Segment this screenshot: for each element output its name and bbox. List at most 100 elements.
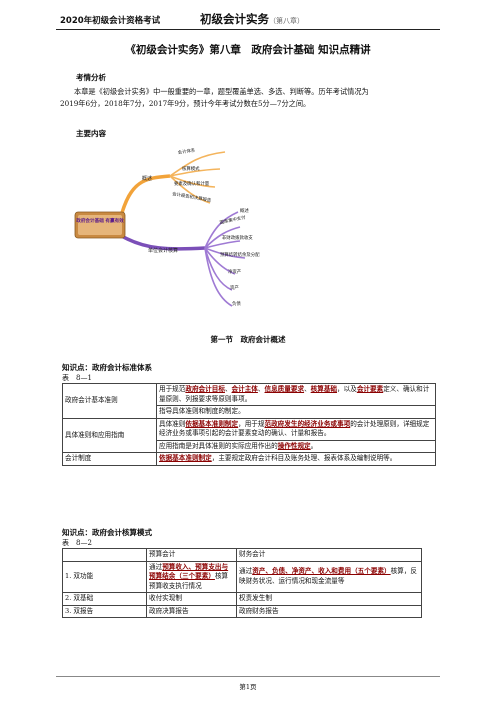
footer-divider <box>56 676 440 677</box>
header-chapter: （第八章） <box>269 17 304 25</box>
column-header-budget: 预算会计 <box>146 548 237 562</box>
text-span: 用于规范 <box>159 385 186 393</box>
table-row: 3. 双报告 政府决算报告 政府财务报告 <box>62 604 422 618</box>
mindmap-top-item-2: 核算模式 <box>182 165 200 172</box>
mindmap-branch-top-label: 概述 <box>142 175 152 182</box>
table-row: 具体准则和应用指南 具体准则依据基本准则制定，用于规范政府发生的经济业务或事项的… <box>62 417 436 453</box>
mindmap-top-trunk <box>118 174 171 221</box>
header-divider <box>56 29 440 30</box>
row-name-specific-standards: 具体准则和应用指南 <box>62 417 157 453</box>
highlight-span: 会计主体 <box>231 385 258 393</box>
mindmap-top-link-2 <box>169 168 221 177</box>
text-span: 通过 <box>239 567 253 576</box>
mindmap-diagram: 政府会计基础 有赢有效 概述 单位会计核算 会计体系 核算模式 要素及确认和计量… <box>74 147 260 307</box>
mindmap-center-label: 政府会计基础 有赢有效 <box>76 217 124 224</box>
row-name-dual-basis: 2. 双基础 <box>62 592 147 606</box>
mindmap-top-link-4 <box>169 175 211 204</box>
kp1-heading: 知识点：政府会计标准体系 <box>62 363 152 372</box>
accounting-system-desc: 依据基本准则制定，主要规定政府会计科目及账务处理、报表体系及编制说明等。 <box>156 452 436 466</box>
table-row: 2. 双基础 收付实现制 权责发生制 <box>62 592 422 606</box>
text-span: 核算，反映财务状况、运行情况和现金流量等 <box>239 567 418 585</box>
mindmap-top-item-3: 要素及确认和计量 <box>174 180 210 187</box>
text-span: 的会计处理原则，详细规定经济业务或事项引起的会计要素变动的确认、计量和报告。 <box>159 419 430 438</box>
mindmap-bottom-link-3 <box>204 240 241 249</box>
dual-report-finance: 政府财务报告 <box>236 604 422 618</box>
highlight-span: 资产、负债、净资产、收入和费用（五个要素） <box>252 567 391 576</box>
dual-function-finance: 通过资产、负债、净资产、收入和费用（五个要素）核算，反映财务状况、运行情况和现金… <box>236 560 422 593</box>
text-span: ，以及 <box>337 385 357 393</box>
mindmap-bottom-item-1: 概述 <box>240 207 249 214</box>
kp1-table-label: 表 8—1 <box>62 374 92 382</box>
mindmap-bottom-item-4: 预算结转结余及分配 <box>220 251 260 258</box>
kp2-table-label: 表 8—2 <box>62 539 92 547</box>
basic-standard-extra: 指导具体准则和制度的制定。 <box>156 405 436 419</box>
dual-basis-budget: 收付实现制 <box>146 592 237 606</box>
basic-standard-desc: 用于规范政府会计目标、会计主体、信息质量要求、核算基础，以及会计要素定义、确认和… <box>156 383 436 406</box>
mindmap-bottom-item-6: 资产 <box>230 284 239 291</box>
section-1-heading: 第一节 政府会计概述 <box>210 335 286 344</box>
highlight-span: 会计要素 <box>356 385 384 393</box>
text-span: 、 <box>304 385 311 393</box>
mindmap-top-item-1: 会计体系 <box>177 147 196 156</box>
dual-basis-finance: 权责发生制 <box>236 592 422 606</box>
analysis-line-2: 2019年6分，2018年7分，2017年9分，预计今年考试分数在5分—7分之间… <box>60 98 311 108</box>
accounting-mode-table: 预算会计 财务会计 1. 双功能 通过预算收入、预算支出与预算结余（三个要素）核… <box>62 548 422 618</box>
standards-table: 政府会计基本准则 用于规范政府会计目标、会计主体、信息质量要求、核算基础，以及会… <box>62 383 436 466</box>
text-span: 定义、确认和计量原则、列报要求等原则事项。 <box>159 385 430 403</box>
header-empty-cell <box>62 548 147 562</box>
text-span: 通过 <box>149 562 163 571</box>
mindmap-branch-bottom-label: 单位会计核算 <box>148 247 178 254</box>
mindmap-bottom-link-4 <box>204 247 246 259</box>
dual-report-budget: 政府决算报告 <box>146 604 237 618</box>
header-book-title: 初级会计实务（第八章） <box>200 11 304 27</box>
highlight-span: 信息质量要求 <box>264 385 305 393</box>
highlight-span: 范政府发生的经济业务或事项 <box>264 419 351 428</box>
text-span: 应用指南是对具体准则的实际应用作出的 <box>159 441 278 450</box>
row-name-basic-standard: 政府会计基本准则 <box>62 383 157 419</box>
mindmap-top-link-1 <box>169 151 226 177</box>
page-number: 第1页 <box>239 683 257 691</box>
mindmap-bottom-item-5: 净资产 <box>228 268 242 275</box>
header-exam-name: 2020年初级会计资格考试 <box>60 16 161 26</box>
text-span: 核算预算收支执行情况 <box>149 572 229 590</box>
table-row: 1. 双功能 通过预算收入、预算支出与预算结余（三个要素）核算预算收支执行情况 … <box>62 560 422 593</box>
mindmap-top-link-3 <box>169 175 216 188</box>
text-span: 。 <box>310 441 318 450</box>
highlight-span: 预算收入、预算支出与预算结余（三个要素） <box>149 562 229 581</box>
highlight-span: 核算基础 <box>310 385 338 393</box>
row-name-dual-report: 3. 双报告 <box>62 604 147 618</box>
highlight-span: 政府会计目标 <box>185 385 225 393</box>
text-span: 、 <box>257 385 265 393</box>
mindmap-center-inner <box>78 215 122 235</box>
application-guide-desc: 应用指南是对具体准则的实际应用作出的操作性规定。 <box>156 439 436 453</box>
mindmap-bottom-link-5 <box>204 247 236 275</box>
kp2-heading: 知识点：政府会计核算模式 <box>62 528 152 537</box>
analysis-line-1: 本章是《初级会计实务》中一般重要的一章，题型覆盖单选、多选、判断等。历年考试情况… <box>74 87 369 96</box>
header-book-title-main: 初级会计实务 <box>200 12 269 26</box>
mindmap-bottom-item-3: 非财政拨款收支 <box>222 234 253 241</box>
mindmap-bottom-link-2 <box>204 226 241 249</box>
text-span: ，用于规 <box>238 419 265 428</box>
analysis-paragraph: 本章是《初级会计实务》中一般重要的一章，题型覆盖单选、多选、判断等。历年考试情况… <box>60 86 440 109</box>
table-row: 政府会计基本准则 用于规范政府会计目标、会计主体、信息质量要求、核算基础，以及会… <box>62 383 436 419</box>
column-header-finance: 财务会计 <box>236 548 422 562</box>
table-row: 会计制度 依据基本准则制定，主要规定政府会计科目及账务处理、报表体系及编制说明等… <box>62 452 436 466</box>
highlight-span: 依据基本准则制定 <box>185 419 239 428</box>
page-title: 《初级会计实务》第八章 政府会计基础 知识点精讲 <box>125 44 371 56</box>
mindmap-top-item-4: 会计报告和决算报告 <box>172 190 213 204</box>
main-content-heading: 主要内容 <box>76 129 106 138</box>
text-span: ，主要规定政府会计科目及账务处理、报表体系及编制说明等。 <box>211 454 397 462</box>
highlight-span: 依据基本准则制定 <box>159 454 212 462</box>
row-name-dual-function: 1. 双功能 <box>62 560 147 593</box>
specific-standards-desc: 具体准则依据基本准则制定，用于规范政府发生的经济业务或事项的会计处理原则，详细规… <box>156 417 436 441</box>
row-name-accounting-system: 会计制度 <box>62 452 157 466</box>
table-header-row: 预算会计 财务会计 <box>62 548 422 562</box>
text-span: 具体准则 <box>159 419 186 428</box>
text-span: 、 <box>224 385 232 393</box>
analysis-heading: 考情分析 <box>76 73 106 82</box>
mindmap-bottom-link-6 <box>204 247 233 291</box>
mindmap-bottom-trunk <box>119 233 206 251</box>
highlight-span: 操作性规定 <box>277 441 311 450</box>
mindmap-bottom-link-7 <box>204 247 233 307</box>
mindmap-bottom-item-7: 负债 <box>232 300 241 307</box>
